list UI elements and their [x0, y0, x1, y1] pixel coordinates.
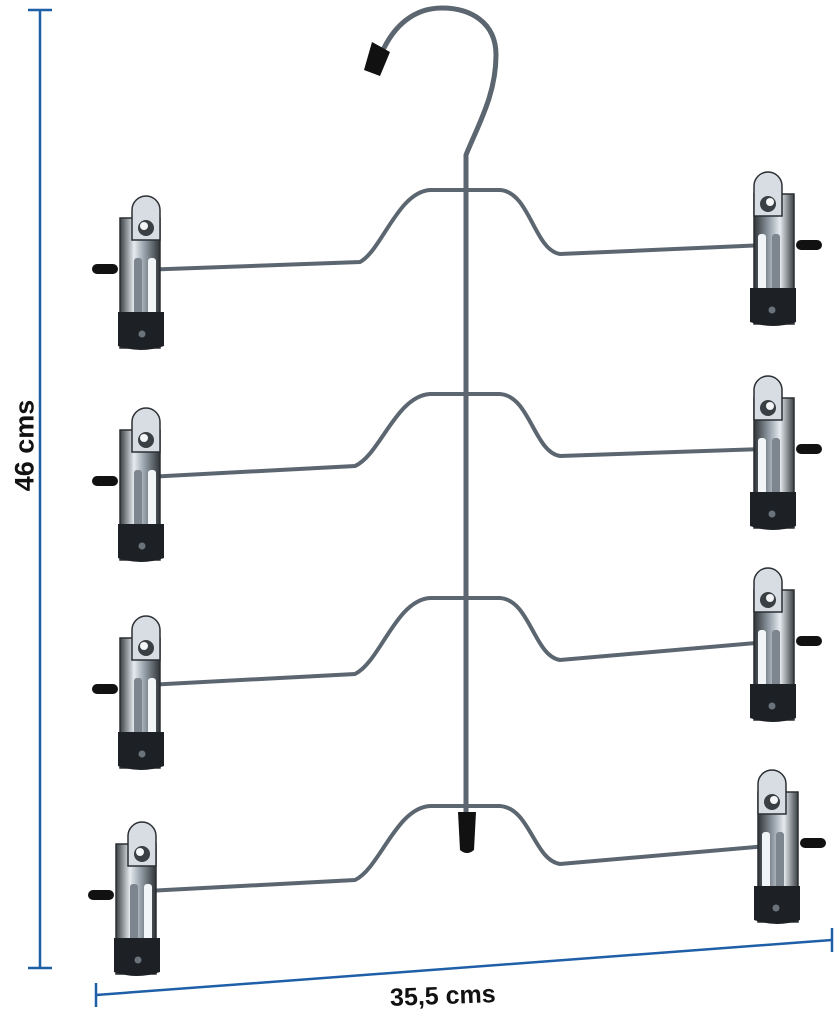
height-dimension-line	[28, 8, 52, 970]
hanger-arms	[126, 188, 792, 894]
width-dimension-line	[94, 928, 834, 1007]
clip-right-2	[749, 375, 823, 531]
center-bar-tip	[458, 812, 476, 853]
hook-rubber-tip	[364, 42, 390, 76]
clip-right-3	[749, 567, 823, 723]
width-dimension-label: 35,5 cms	[389, 980, 497, 1012]
clip-left-3	[91, 615, 165, 771]
height-dimension-label: 46 cms	[9, 399, 40, 492]
clip-left-4	[87, 821, 161, 977]
clip-left-1	[91, 195, 165, 351]
clip-right-1	[749, 171, 823, 327]
clip-left-2	[91, 407, 165, 563]
clip-right-4	[753, 769, 827, 925]
hanger-hook	[381, 5, 499, 193]
